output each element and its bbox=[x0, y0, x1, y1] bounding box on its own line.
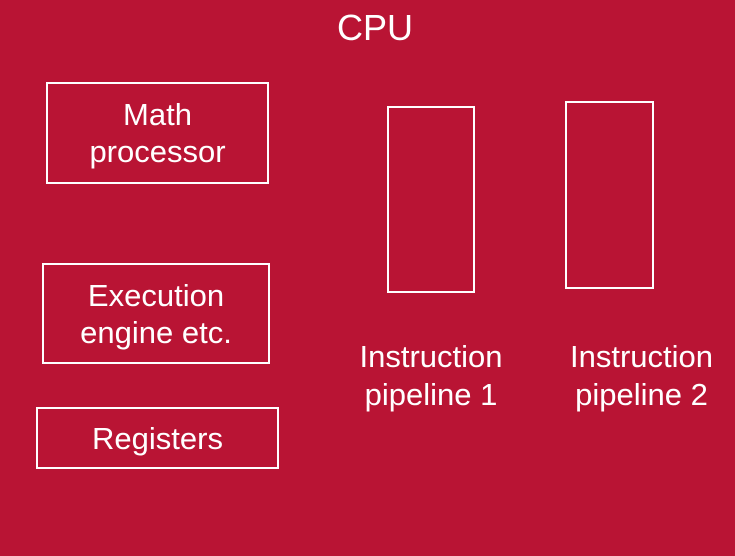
instruction-pipeline-2-label-line-2: pipeline 2 bbox=[575, 377, 708, 412]
instruction-pipeline-1-label-line-1: Instruction bbox=[359, 339, 503, 374]
instruction-pipeline-2-label: Instruction pipeline 2 bbox=[548, 338, 735, 414]
instruction-pipeline-1-rect bbox=[387, 106, 475, 293]
diagram-title: CPU bbox=[336, 7, 413, 48]
instruction-pipeline-1-label-line-2: pipeline 1 bbox=[364, 377, 498, 412]
math-processor-label: Math processor bbox=[89, 96, 225, 170]
execution-engine-label: Execution engine etc. bbox=[80, 277, 232, 351]
instruction-pipeline-2-rect bbox=[565, 101, 654, 289]
instruction-pipeline-2-label-line-1: Instruction bbox=[569, 339, 713, 374]
math-processor-label-line-2: processor bbox=[89, 134, 226, 169]
instruction-pipeline-1-label: Instruction pipeline 1 bbox=[336, 338, 526, 414]
registers-box: Registers bbox=[36, 407, 279, 469]
execution-engine-label-line-1: Execution bbox=[87, 277, 225, 313]
math-processor-box: Math processor bbox=[46, 82, 269, 184]
math-processor-label-line-1: Math bbox=[123, 97, 192, 132]
execution-engine-box: Execution engine etc. bbox=[42, 263, 270, 364]
execution-engine-label-line-2: engine etc. bbox=[80, 314, 232, 350]
registers-label: Registers bbox=[92, 420, 223, 456]
